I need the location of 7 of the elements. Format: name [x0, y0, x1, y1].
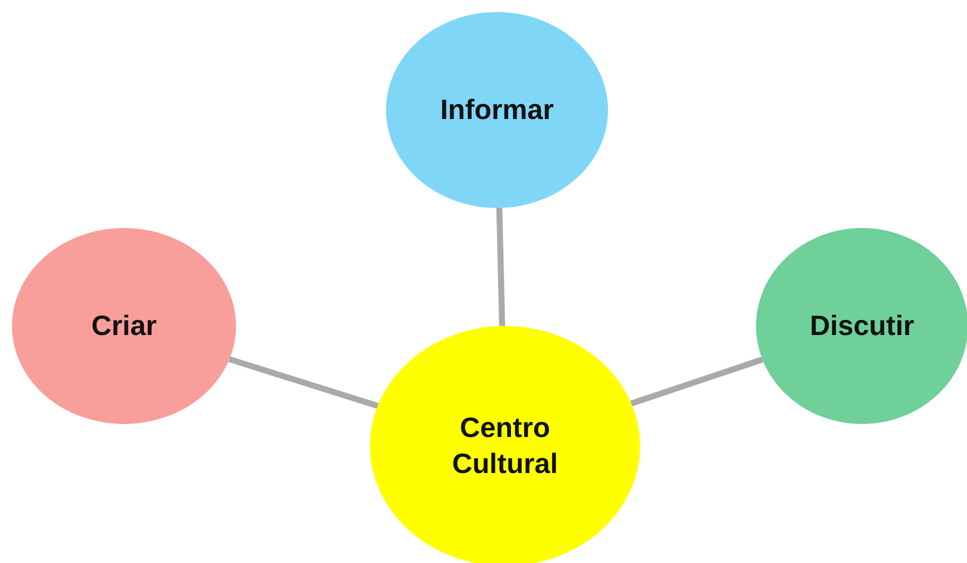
- connector-line: [496, 208, 506, 326]
- connector-line: [228, 356, 379, 409]
- node-label: Centro Cultural: [451, 410, 559, 481]
- node-label: Criar: [91, 308, 157, 343]
- connector-line: [630, 356, 764, 406]
- node-label: Discutir: [810, 308, 914, 343]
- node-label: Informar: [440, 92, 554, 127]
